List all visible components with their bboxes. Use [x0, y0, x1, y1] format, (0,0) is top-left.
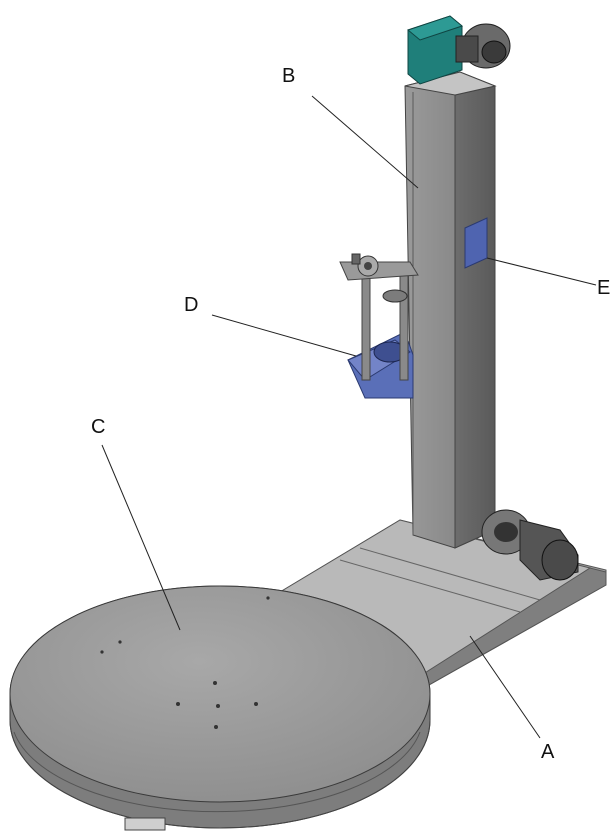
label-b: B [282, 65, 295, 87]
mast-column [404, 71, 497, 549]
turntable [9, 585, 431, 831]
film-carriage [339, 253, 419, 399]
turntable-bolt-holes [100, 596, 270, 729]
label-e: E [597, 277, 610, 299]
label-c: C [91, 416, 105, 438]
leader-line-c [101, 444, 181, 631]
leader-line-a [469, 635, 541, 739]
leader-line-d [211, 314, 357, 357]
leader-line-e [486, 257, 597, 286]
label-d: D [184, 294, 198, 316]
label-a: A [541, 741, 555, 763]
top-motor [406, 15, 511, 85]
leader-line-b [311, 95, 419, 189]
drive-motor [481, 509, 579, 581]
